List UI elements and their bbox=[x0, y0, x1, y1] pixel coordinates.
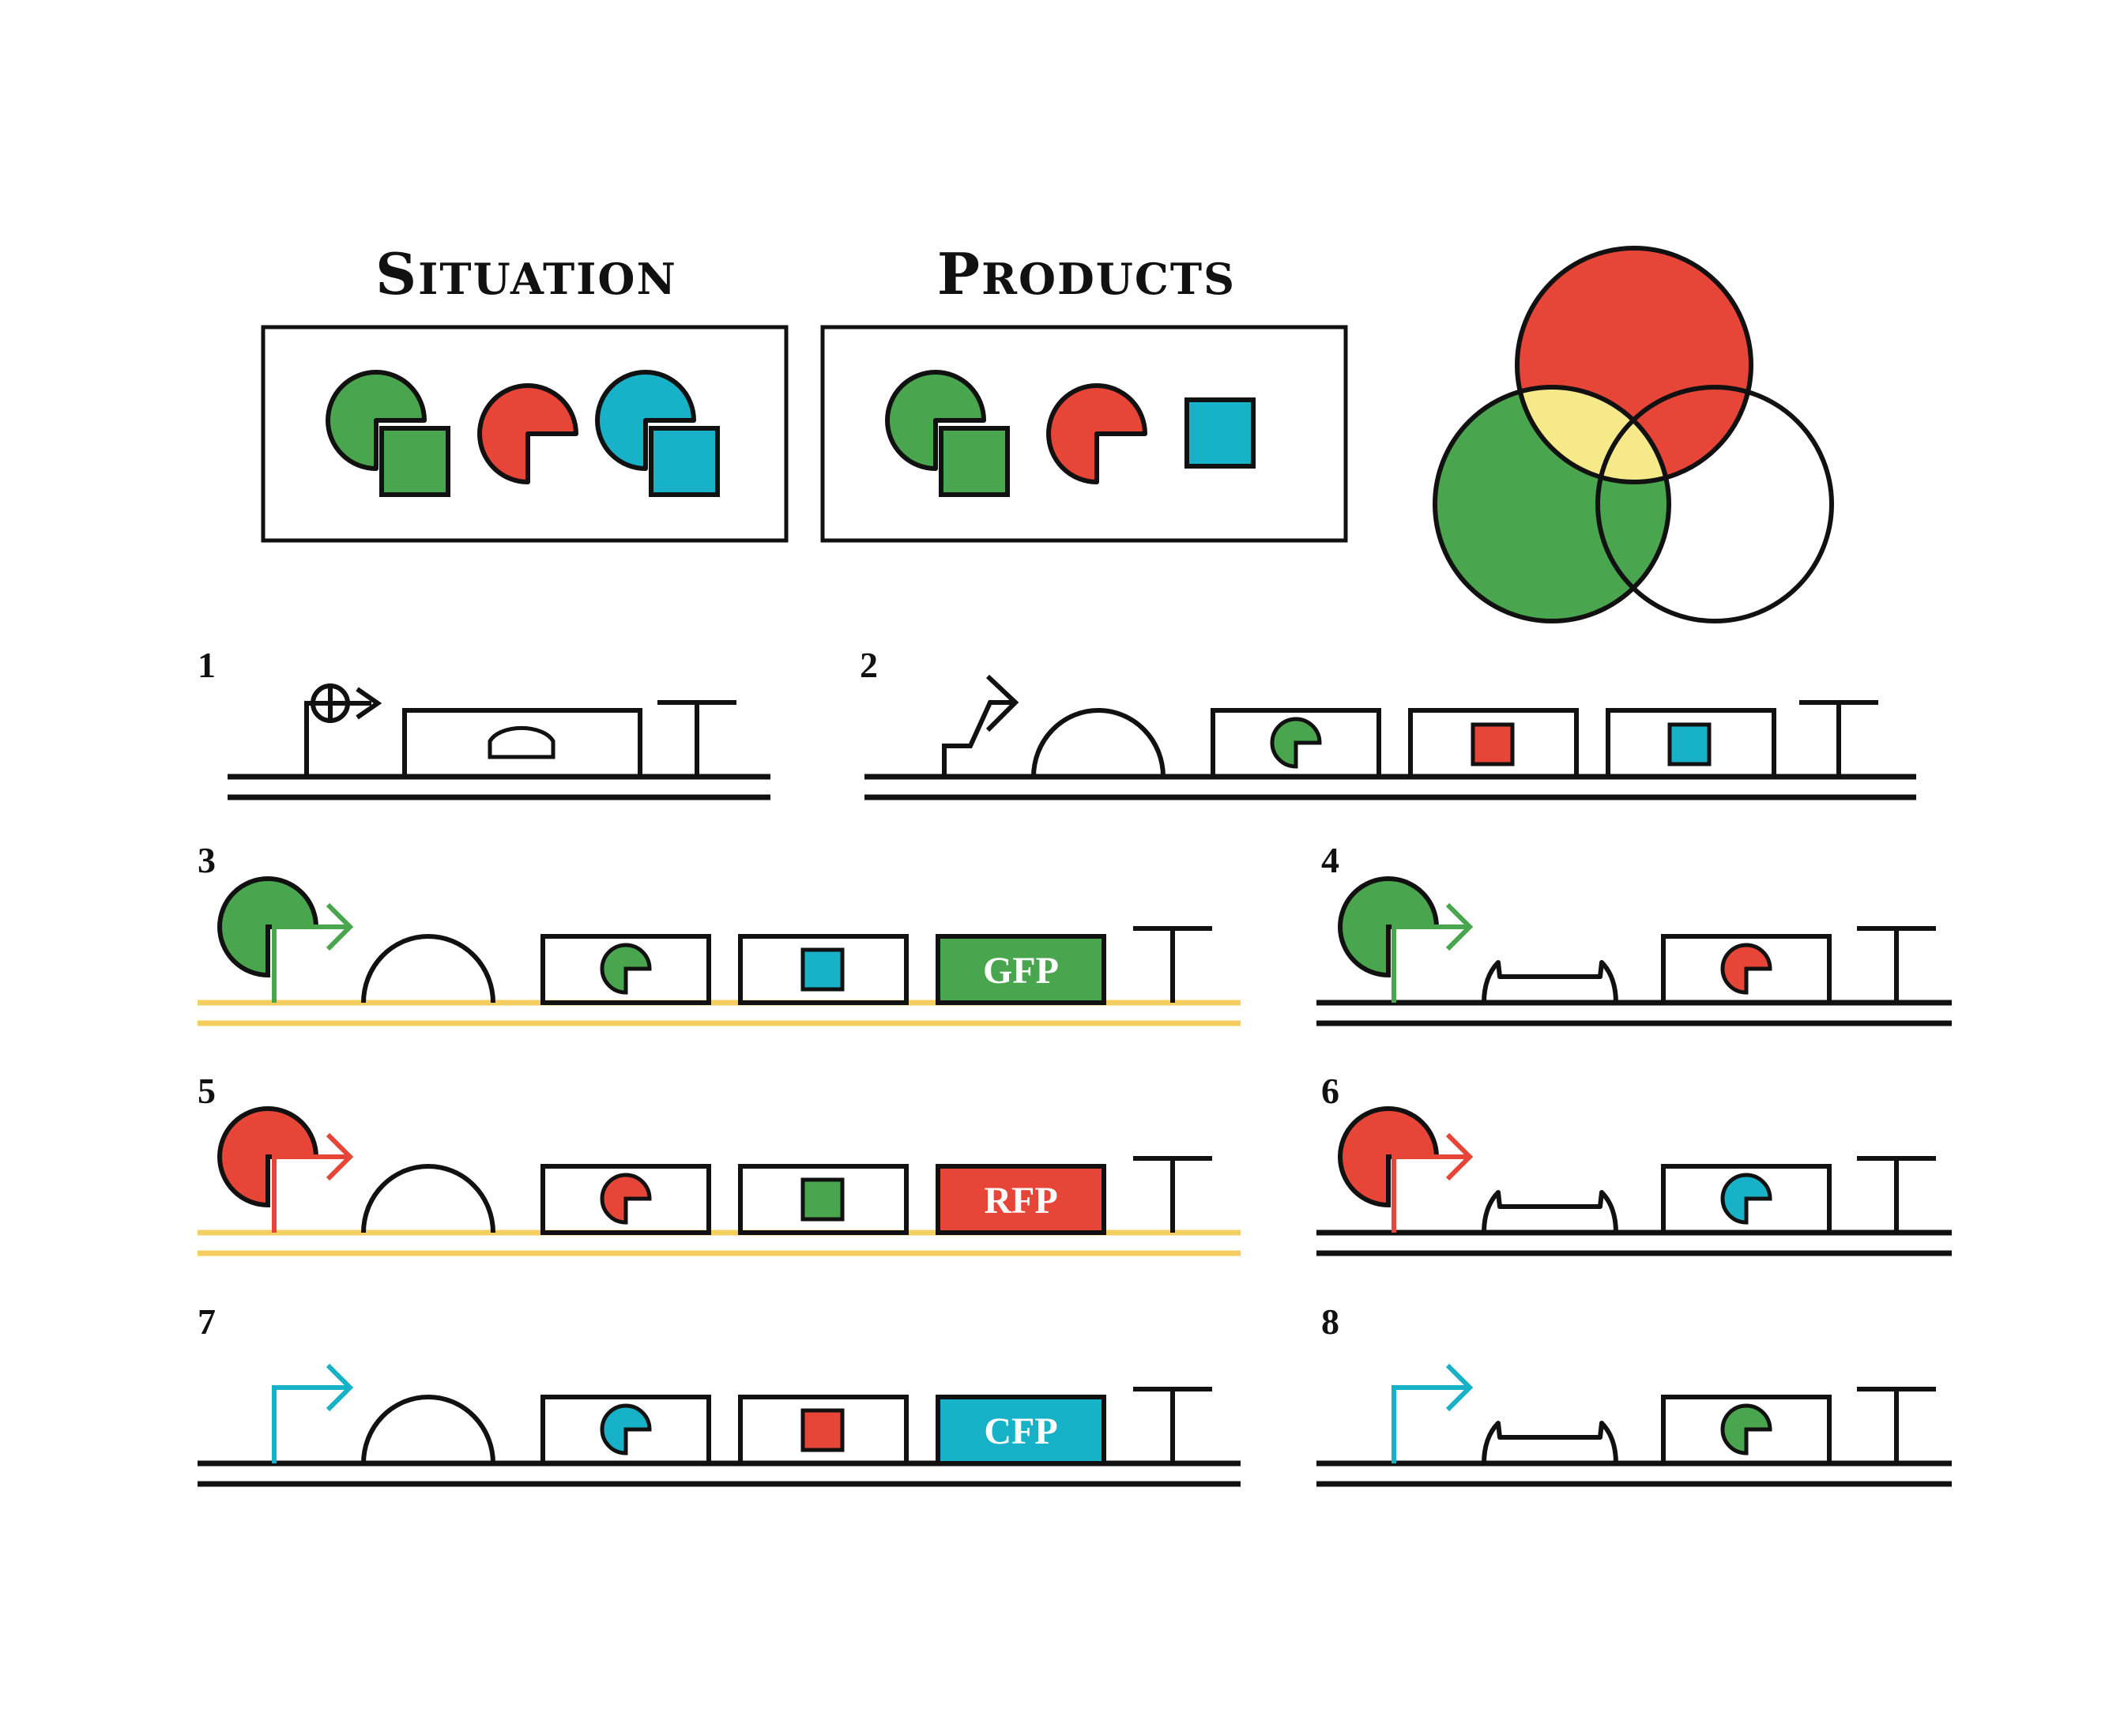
construct-number: 4 bbox=[1321, 840, 1339, 880]
red-repressor-icon bbox=[1046, 383, 1147, 484]
construct-3: 3 GFP bbox=[198, 840, 1241, 1026]
red-promoter-arrow-icon bbox=[1392, 1132, 1474, 1233]
venn-diagram bbox=[1433, 246, 1834, 623]
construct-number: 7 bbox=[198, 1301, 216, 1342]
rbs-icon bbox=[361, 1164, 495, 1233]
dome-icon bbox=[488, 725, 555, 759]
construct-number: 5 bbox=[198, 1071, 216, 1111]
situation-panel bbox=[261, 325, 789, 543]
cds-box bbox=[1211, 708, 1381, 779]
rbs-icon bbox=[361, 934, 495, 1004]
rbs-icon bbox=[361, 1395, 495, 1464]
red-activator-icon bbox=[1338, 1106, 1440, 1208]
green-activator-icon bbox=[1338, 876, 1440, 978]
rfp-label: RFP bbox=[984, 1180, 1057, 1222]
construct-number: 8 bbox=[1321, 1301, 1339, 1342]
red-repressor-icon bbox=[1720, 943, 1772, 995]
cds-box bbox=[1661, 1395, 1832, 1466]
cyan-promoter-arrow-icon bbox=[272, 1363, 354, 1463]
green-complex-icon bbox=[885, 370, 1010, 497]
construct-4: 4 bbox=[1316, 840, 1952, 1026]
green-square-icon bbox=[800, 1177, 845, 1222]
construct-8: 8 bbox=[1316, 1301, 1952, 1487]
red-repressor-icon bbox=[477, 383, 578, 484]
green-promoter-arrow-icon bbox=[1392, 902, 1474, 1003]
cds-box bbox=[402, 708, 642, 779]
cds-box bbox=[738, 934, 909, 1005]
red-square-icon bbox=[800, 1408, 845, 1452]
cfp-label: CFP bbox=[984, 1410, 1057, 1452]
cds-box bbox=[1408, 708, 1579, 779]
green-promoter-arrow-icon bbox=[272, 902, 354, 1003]
construct-number: 3 bbox=[198, 840, 216, 880]
terminator-icon bbox=[1857, 1387, 1936, 1463]
venn-circle-white bbox=[1595, 385, 1834, 623]
red-promoter-arrow-icon bbox=[272, 1132, 354, 1233]
venn-overlap-yellow bbox=[1517, 387, 1669, 482]
terminator-icon bbox=[1799, 700, 1878, 777]
construct-7: 7 CFP bbox=[198, 1301, 1241, 1487]
green-repressor-icon bbox=[1270, 717, 1322, 769]
riboswitch-icon bbox=[1482, 1421, 1618, 1464]
regulated-promoter-icon bbox=[304, 683, 382, 777]
terminator-icon bbox=[1857, 1156, 1936, 1233]
red-activator-icon bbox=[217, 1106, 319, 1208]
cds-box bbox=[1606, 708, 1776, 779]
rfp-reporter-box bbox=[936, 1164, 1106, 1235]
green-repressor-icon bbox=[1720, 1403, 1772, 1455]
terminator-icon bbox=[1133, 1156, 1212, 1233]
gfp-reporter-box bbox=[936, 934, 1106, 1005]
construct-number: 6 bbox=[1321, 1071, 1339, 1111]
cyan-square-icon bbox=[800, 947, 845, 992]
green-activator-icon bbox=[217, 876, 319, 978]
construct-number: 2 bbox=[860, 645, 878, 685]
cds-box bbox=[540, 1164, 711, 1235]
cyan-promoter-arrow-icon bbox=[1392, 1363, 1474, 1463]
zigzag-promoter-icon bbox=[942, 674, 1019, 777]
construct-number: 1 bbox=[198, 645, 216, 685]
cyan-repressor-icon bbox=[600, 1403, 652, 1455]
riboswitch-icon bbox=[1482, 1190, 1618, 1233]
cds-box bbox=[738, 1395, 909, 1466]
terminator-icon bbox=[1133, 926, 1212, 1003]
cds-box bbox=[738, 1164, 909, 1235]
green-complex-icon bbox=[326, 370, 450, 497]
construct-6: 6 bbox=[1316, 1071, 1952, 1256]
products-panel bbox=[820, 325, 1348, 543]
red-repressor-icon bbox=[600, 1173, 652, 1225]
cyan-complex-icon bbox=[595, 370, 720, 497]
construct-2: 2 bbox=[860, 645, 1916, 800]
cds-box bbox=[1661, 934, 1832, 1005]
riboswitch-icon bbox=[1482, 960, 1618, 1004]
cds-box bbox=[1661, 1164, 1832, 1235]
red-square-icon bbox=[1471, 722, 1515, 766]
green-repressor-icon bbox=[600, 943, 652, 995]
cfp-reporter-box bbox=[936, 1395, 1106, 1466]
terminator-icon bbox=[1857, 926, 1936, 1003]
construct-1: 1 bbox=[198, 645, 770, 800]
cds-box bbox=[540, 934, 711, 1005]
terminator-icon bbox=[1133, 1387, 1212, 1463]
construct-5: 5 RFP bbox=[198, 1071, 1241, 1256]
products-heading: PRODUCTS bbox=[937, 240, 1236, 307]
situation-heading: SITUATION bbox=[375, 240, 677, 307]
cds-box bbox=[540, 1395, 711, 1466]
cyan-repressor-icon bbox=[1720, 1173, 1772, 1225]
rbs-icon bbox=[1031, 708, 1166, 778]
gfp-label: GFP bbox=[983, 950, 1059, 992]
cyan-square-icon bbox=[1667, 722, 1712, 766]
cyan-square-icon bbox=[1184, 397, 1256, 469]
terminator-icon bbox=[657, 700, 736, 777]
